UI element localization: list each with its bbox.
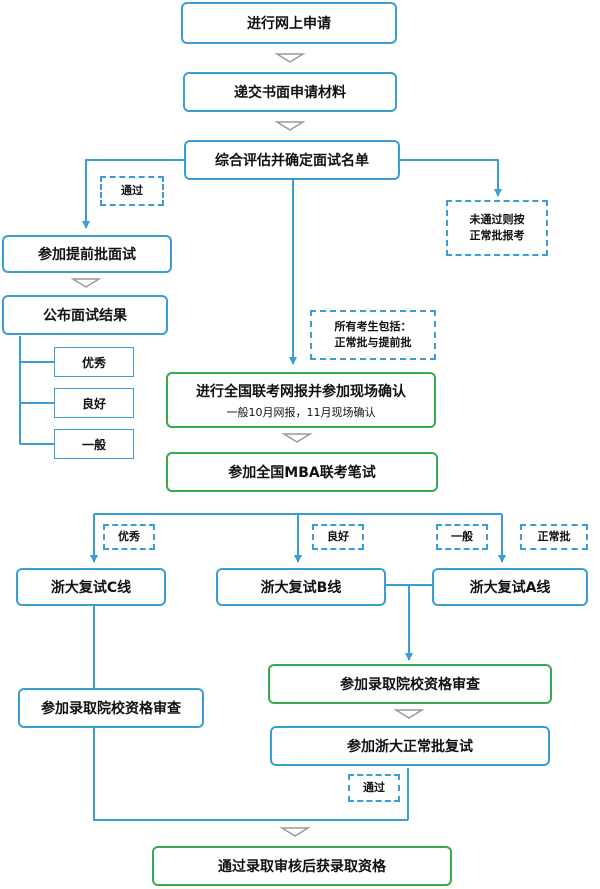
result-excellent: 优秀 [54, 347, 134, 377]
note-label: 通过 [121, 183, 143, 197]
note-label: 正常批 [537, 529, 571, 543]
step-label: 通过录取审核后获录取资格 [218, 859, 386, 875]
line-left-to-final [93, 728, 408, 821]
result-label: 优秀 [81, 355, 106, 370]
note-label: 一般 [451, 529, 473, 543]
note-excellent: 优秀 [103, 524, 155, 550]
note-good: 良好 [312, 524, 364, 550]
step-arrow-6 [279, 827, 311, 837]
result-good: 良好 [54, 388, 134, 418]
flow-lines [19, 159, 506, 821]
note-line-1: 所有考生包括： [334, 319, 412, 333]
results-bracket [19, 336, 54, 445]
note-line-1: 未通过则按 [469, 212, 525, 226]
step-arrow-2 [274, 121, 306, 131]
step-label: 递交书面申请材料 [234, 85, 346, 101]
step-label: 参加浙大正常批复试 [347, 739, 473, 755]
step-submit-materials: 递交书面申请材料 [183, 72, 397, 112]
step-arrow-4 [281, 433, 313, 443]
step-qualification-review-left: 参加录取院校资格审查 [18, 688, 204, 728]
step-arrow-3 [70, 278, 102, 288]
note-label: 优秀 [118, 529, 140, 543]
step-qualification-review-right: 参加录取院校资格审查 [268, 664, 552, 704]
step-evaluate: 综合评估并确定面试名单 [184, 140, 400, 180]
note-pass-bottom: 通过 [348, 774, 400, 802]
step-label: 进行全国联考网报并参加现场确认 [196, 383, 406, 400]
note-line-2: 正常批与提前批 [334, 336, 412, 349]
note-all-candidates: 所有考生包括： 正常批与提前批 [310, 310, 436, 360]
step-label: 综合评估并确定面试名单 [215, 153, 369, 169]
step-label: 参加提前批面试 [38, 247, 136, 263]
step-final: 通过录取审核后获录取资格 [152, 846, 452, 886]
note-label: 通过 [363, 780, 385, 794]
line-to-not-pass [400, 159, 502, 197]
step-label: 浙大复试B线 [260, 580, 342, 596]
step-arrow-5 [393, 709, 425, 719]
note-line-2: 正常批报考 [469, 229, 525, 242]
step-retest-c: 浙大复试C线 [16, 568, 166, 606]
step-sub-label: 一般10月网报，11月现场确认 [226, 405, 376, 419]
note-average: 一般 [436, 524, 488, 550]
step-label: 参加全国MBA联考笔试 [228, 465, 376, 481]
step-label: 浙大复试A线 [469, 580, 551, 596]
step-arrow-1 [274, 53, 306, 63]
note-pass-top: 通过 [100, 176, 164, 206]
step-retest-b: 浙大复试B线 [216, 568, 386, 606]
step-label: 浙大复试C线 [50, 580, 132, 596]
step-label: 公布面试结果 [43, 308, 127, 324]
step-label: 参加录取院校资格审查 [340, 677, 480, 693]
result-average: 一般 [54, 429, 134, 459]
step-retest-a: 浙大复试A线 [432, 568, 588, 606]
note-not-pass: 未通过则按 正常批报考 [446, 200, 548, 256]
step-early-interview: 参加提前批面试 [2, 235, 172, 273]
result-label: 良好 [81, 396, 106, 411]
step-apply-online: 进行网上申请 [181, 2, 397, 44]
result-label: 一般 [81, 437, 106, 452]
step-label: 进行网上申请 [247, 16, 331, 32]
step-publish-results: 公布面试结果 [2, 295, 168, 335]
step-mba-exam: 参加全国MBA联考笔试 [166, 452, 438, 492]
step-regular-retest: 参加浙大正常批复试 [270, 726, 550, 766]
note-regular: 正常批 [520, 524, 588, 550]
line-to-early-interview [82, 159, 184, 229]
step-arrows [70, 53, 425, 837]
step-national-registration: 进行全国联考网报并参加现场确认 一般10月网报，11月现场确认 [166, 372, 436, 428]
step-label: 参加录取院校资格审查 [41, 701, 181, 717]
note-label: 良好 [327, 529, 349, 543]
